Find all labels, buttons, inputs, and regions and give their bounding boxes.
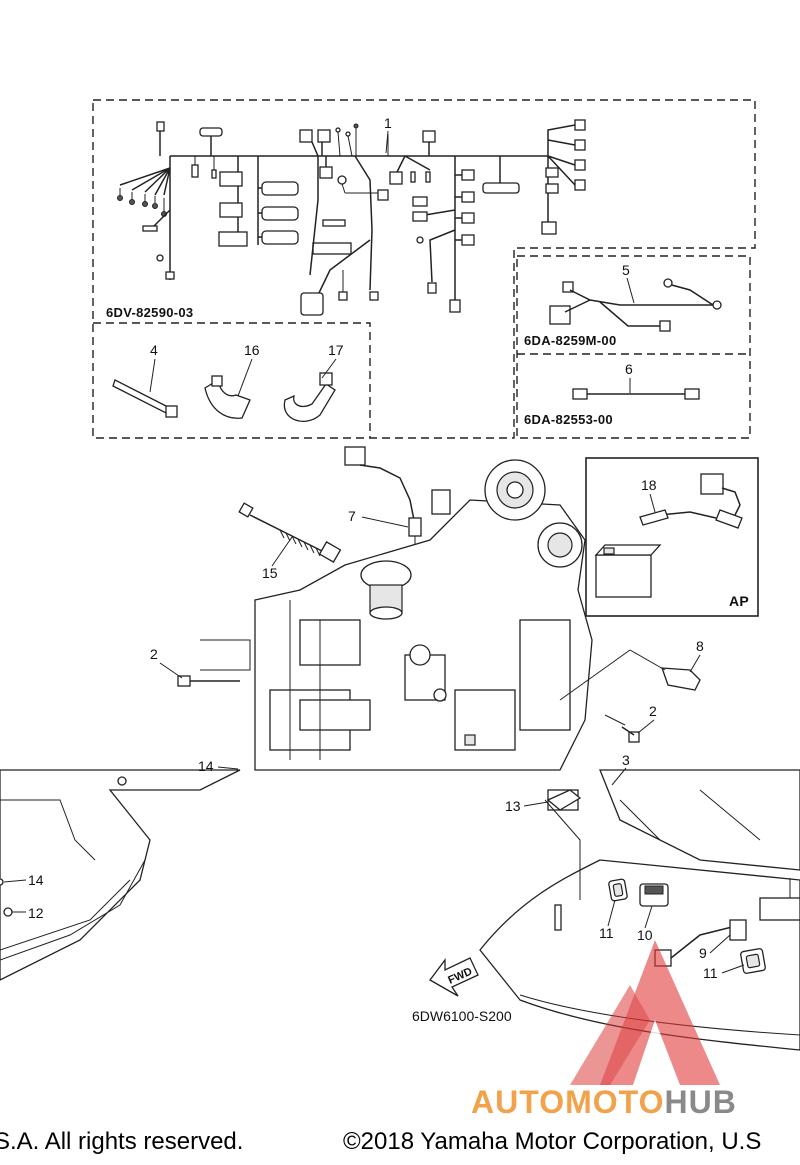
callout-15: 15: [262, 565, 278, 581]
callout-2-right: 2: [649, 703, 657, 719]
callout-11-upper: 11: [599, 925, 614, 941]
lower-cowling-left: [0, 769, 241, 981]
callout-7: 7: [348, 508, 356, 524]
multi-pin-connectors: [218, 156, 352, 255]
callouts: 1 5 6 4 16 17 7 15 2 2 8 18 14 3 13 14 1…: [3, 115, 745, 981]
copyright-right: ©2018 Yamaha Motor Corporation, U.S: [343, 1128, 762, 1155]
callout-16: 16: [244, 342, 260, 358]
callout-12: 12: [28, 905, 44, 921]
harness-code-sub5: 6DA-8259M-00: [524, 333, 616, 348]
callout-2-left: 2: [150, 646, 158, 662]
brand-text-gray: HUB: [664, 1084, 737, 1120]
callout-13: 13: [505, 798, 521, 814]
grommet-11-lower: [740, 948, 766, 974]
clamp-16: [204, 375, 251, 419]
clip-13: [546, 789, 582, 811]
callout-17: 17: [328, 342, 344, 358]
callout-8: 8: [696, 638, 704, 654]
watermark-logo: [570, 940, 720, 1085]
terminal-ends: [117, 188, 167, 217]
copyright-left: S.A. All rights reserved.: [0, 1128, 244, 1155]
cable-tie: [112, 379, 178, 418]
sub-harness-5: [549, 278, 722, 332]
main-wire-harness: [117, 119, 586, 316]
callout-4: 4: [150, 342, 158, 358]
callout-14-upper: 14: [198, 758, 214, 774]
callout-14-lower: 14: [28, 872, 44, 888]
grommet-11-upper: [608, 878, 628, 902]
fwd-arrow: FWD: [429, 957, 479, 997]
sensor-7: [344, 446, 422, 545]
watermark-brand: AUTOMOTOHUB: [471, 1084, 737, 1121]
callout-11-lower: 11: [703, 965, 718, 981]
engine-block: [254, 459, 593, 771]
bolt-2-right: [604, 714, 640, 743]
bracket-right: [759, 878, 800, 921]
callout-18: 18: [641, 477, 657, 493]
harness-code-main: 6DV-82590-03: [106, 305, 193, 320]
inset-label-ap: AP: [729, 593, 749, 609]
bolt-2-left: [177, 639, 251, 687]
inset-box-ap: [585, 457, 759, 617]
brand-text-colored: AUTOMOTO: [471, 1084, 665, 1120]
sensor-8: [559, 649, 701, 701]
harness-code-sub6: 6DA-82553-00: [524, 412, 613, 427]
cable-15: [238, 502, 342, 563]
callout-6: 6: [625, 361, 633, 377]
callout-5: 5: [622, 262, 630, 278]
harness-kit-outline: [92, 99, 756, 439]
cover-10: [639, 883, 669, 907]
callout-1: 1: [384, 115, 392, 131]
callout-9: 9: [699, 945, 707, 961]
sub-harness-6: [572, 388, 700, 400]
drawing-code: 6DW6100-S200: [412, 1008, 512, 1024]
clamp-17: [283, 372, 336, 422]
callout-3: 3: [622, 752, 630, 768]
callout-10: 10: [637, 927, 653, 943]
